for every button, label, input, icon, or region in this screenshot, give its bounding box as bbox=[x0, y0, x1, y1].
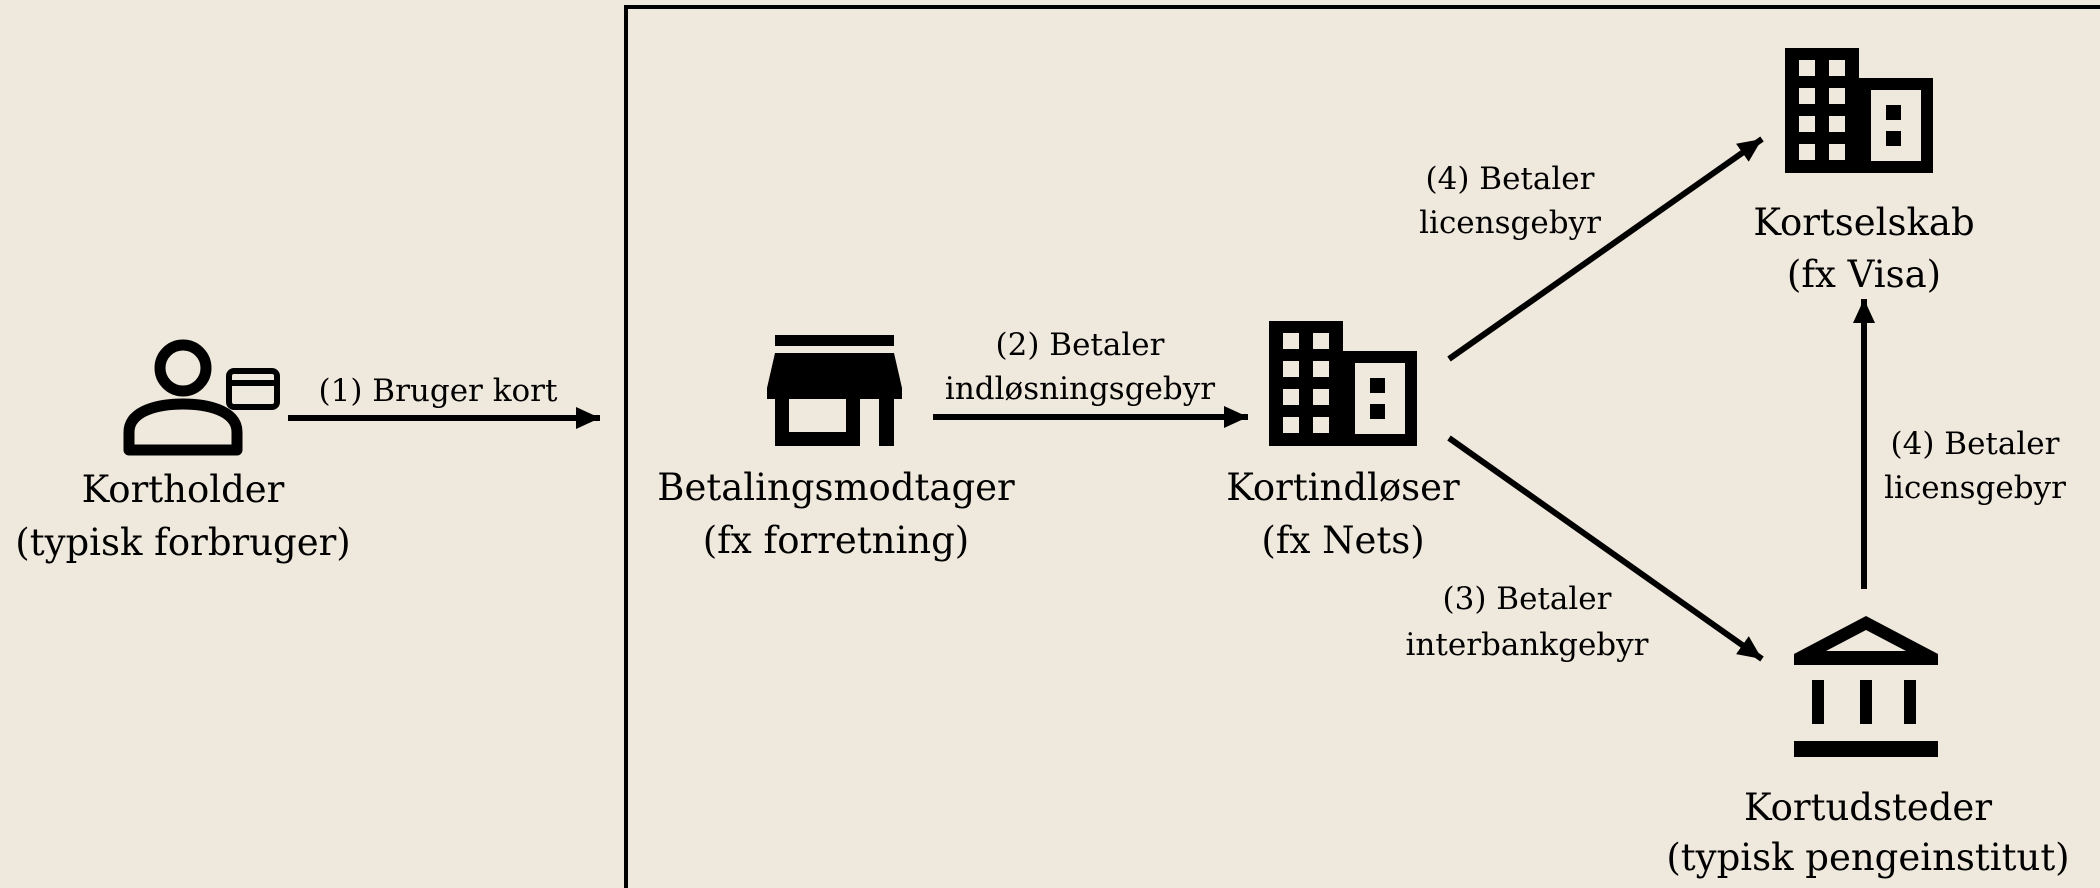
building-icon bbox=[1785, 48, 1933, 173]
flow-interbank-fee: (3) Betaler interbankgebyr bbox=[1406, 435, 1764, 663]
building-icon bbox=[1269, 321, 1417, 446]
building-window bbox=[1283, 389, 1299, 405]
credit-card-icon bbox=[226, 368, 280, 410]
flow-license-fee-issuer: (4) Betaler licensgebyr bbox=[1853, 299, 2066, 589]
node-cardholder-name: Kortholder bbox=[82, 468, 285, 511]
bank-column bbox=[1812, 680, 1824, 724]
flow-license-fee-issuer-label-2: licensgebyr bbox=[1884, 470, 2066, 506]
node-acquirer: Kortindløser (fx Nets) bbox=[1226, 321, 1460, 562]
building-window bbox=[1313, 417, 1329, 433]
building-annex bbox=[1343, 351, 1417, 446]
bank-column bbox=[1860, 680, 1872, 724]
flow-acquiring-fee-label-2: indløsningsgebyr bbox=[945, 371, 1215, 407]
participants-frame bbox=[624, 5, 2100, 888]
building-window bbox=[1799, 88, 1815, 104]
building-window bbox=[1829, 60, 1845, 76]
building-window bbox=[1313, 333, 1329, 349]
node-cardholder: Kortholder (typisk forbruger) bbox=[15, 339, 351, 564]
building-window bbox=[1799, 60, 1815, 76]
node-scheme: Kortselskab (fx Visa) bbox=[1753, 48, 1975, 296]
arrow-interbank-fee bbox=[1447, 435, 1764, 662]
building-window bbox=[1829, 88, 1845, 104]
flow-uses-card-label: (1) Bruger kort bbox=[319, 373, 558, 409]
node-merchant-name: Betalingsmodtager bbox=[657, 466, 1015, 509]
person-with-card-icon bbox=[123, 339, 280, 456]
node-merchant: Betalingsmodtager (fx forretning) bbox=[657, 335, 1015, 562]
node-scheme-example: (fx Visa) bbox=[1787, 253, 1941, 296]
building-window bbox=[1799, 116, 1815, 132]
bank-icon bbox=[1794, 616, 1938, 757]
flow-interbank-fee-label-2: interbankgebyr bbox=[1406, 627, 1649, 663]
bank-base bbox=[1794, 741, 1938, 757]
bank-column bbox=[1904, 680, 1916, 724]
building-annex-window bbox=[1370, 378, 1385, 393]
building-window bbox=[1313, 389, 1329, 405]
node-issuer-name: Kortudsteder bbox=[1744, 786, 1992, 829]
building-window bbox=[1283, 417, 1299, 433]
flow-interbank-fee-label-1: (3) Betaler bbox=[1443, 581, 1612, 617]
building-tower bbox=[1269, 321, 1343, 446]
building-annex-window bbox=[1886, 131, 1901, 146]
flow-license-fee-acquirer-label-1: (4) Betaler bbox=[1426, 161, 1595, 197]
flow-license-fee-acquirer-label-2: licensgebyr bbox=[1419, 205, 1601, 241]
building-window bbox=[1283, 361, 1299, 377]
store-sign bbox=[775, 335, 894, 346]
arrow-license-fee-acquirer bbox=[1447, 136, 1764, 362]
flow-uses-card: (1) Bruger kort bbox=[288, 373, 600, 429]
flow-license-fee-acquirer: (4) Betaler licensgebyr bbox=[1419, 136, 1764, 362]
bank-roof-pediment bbox=[1826, 630, 1906, 651]
person-head bbox=[154, 339, 212, 397]
building-window bbox=[1283, 333, 1299, 349]
building-window bbox=[1799, 144, 1815, 160]
node-scheme-name: Kortselskab bbox=[1753, 201, 1974, 244]
building-tower bbox=[1785, 48, 1859, 173]
person-body bbox=[123, 398, 243, 456]
store-icon bbox=[767, 335, 902, 446]
node-acquirer-name: Kortindløser bbox=[1226, 466, 1460, 509]
node-merchant-example: (fx forretning) bbox=[703, 519, 969, 562]
store-window-bottom bbox=[775, 432, 860, 446]
building-annex-window bbox=[1886, 105, 1901, 120]
building-annex-window bbox=[1370, 404, 1385, 419]
building-window bbox=[1313, 361, 1329, 377]
building-annex bbox=[1859, 78, 1933, 173]
node-issuer-example: (typisk pengeinstitut) bbox=[1666, 836, 2069, 879]
store-pillar bbox=[879, 399, 894, 446]
flow-acquiring-fee-label-1: (2) Betaler bbox=[996, 327, 1165, 363]
store-awning bbox=[767, 353, 902, 399]
node-issuer: Kortudsteder (typisk pengeinstitut) bbox=[1666, 616, 2070, 879]
building-window bbox=[1829, 116, 1845, 132]
node-acquirer-example: (fx Nets) bbox=[1261, 519, 1424, 562]
node-cardholder-example: (typisk forbruger) bbox=[15, 521, 350, 564]
building-window bbox=[1829, 144, 1845, 160]
flow-acquiring-fee: (2) Betaler indløsningsgebyr bbox=[933, 327, 1248, 428]
flow-license-fee-issuer-label-1: (4) Betaler bbox=[1891, 426, 2060, 462]
